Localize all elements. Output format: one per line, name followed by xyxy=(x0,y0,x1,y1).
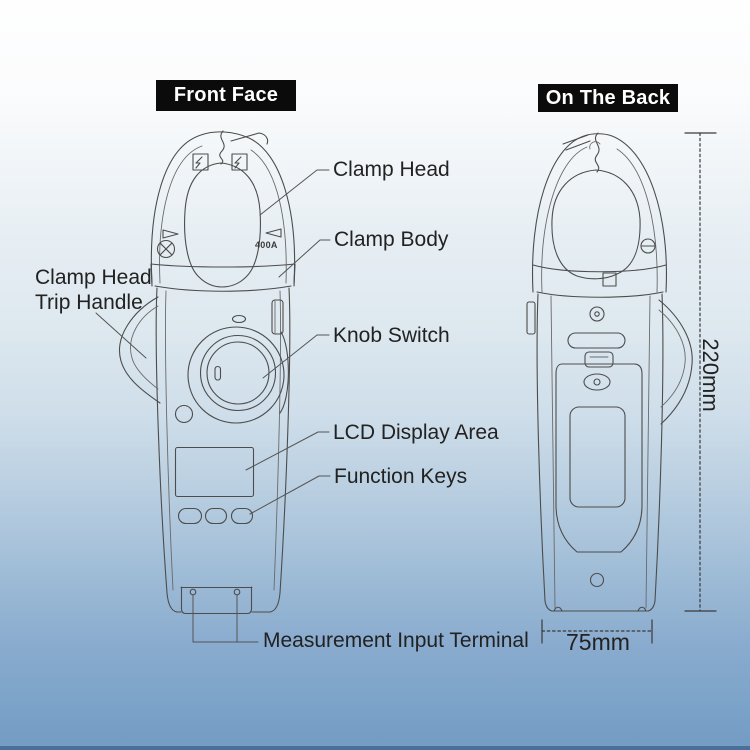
flashlight-button xyxy=(174,404,194,424)
front-face-header-label: Front Face xyxy=(173,84,279,106)
clamp-inner-contour-left xyxy=(159,145,203,284)
hazard-lightning-icon xyxy=(231,153,248,171)
current-rating-marking: 400A xyxy=(255,240,278,250)
lcd-display-area-label: LCD Display Area xyxy=(333,421,499,444)
lightning-bolt-glyph xyxy=(195,156,203,169)
bottom-edge-strip xyxy=(0,746,750,750)
clamp-base-band-bottom xyxy=(154,285,292,292)
clamp-jaw-opening xyxy=(551,169,641,280)
clamp-jaw-hook-detail xyxy=(589,141,601,150)
knob-switch-callout-line xyxy=(262,334,330,379)
terminal-callout-line xyxy=(192,594,259,643)
trip-handle-flap-inner xyxy=(130,305,159,390)
knob-switch-inner xyxy=(206,341,270,405)
body-inner-line-left xyxy=(165,290,174,591)
input-terminal-left xyxy=(189,588,197,596)
measurement-input-terminal-label: Measurement Input Terminal xyxy=(263,629,529,652)
knob-housing xyxy=(187,326,285,424)
battery-cover-screw-center xyxy=(593,378,601,386)
function-key-1 xyxy=(177,507,203,525)
terminal-block xyxy=(180,586,253,615)
knob-indicator-slot xyxy=(214,365,222,381)
clamp-head-callout-line xyxy=(259,169,330,216)
lcd-callout-line xyxy=(245,431,330,471)
battery-cover xyxy=(555,363,643,553)
phillips-screw-icon xyxy=(156,239,176,259)
front-clamp-head xyxy=(150,130,296,292)
body-left-edge xyxy=(536,293,553,612)
back-clamp-head xyxy=(531,132,668,298)
clamp-inner-contour-right xyxy=(250,149,287,284)
flat-screw-icon xyxy=(640,238,656,254)
function-keys-callout-line xyxy=(249,475,331,515)
knob-switch-outer xyxy=(199,334,277,412)
side-button xyxy=(271,299,284,335)
callout-lines xyxy=(95,169,331,643)
lcd-display xyxy=(174,446,255,498)
front-face-header: Front Face xyxy=(156,80,296,111)
band-notch xyxy=(602,272,617,287)
phillips-screw-cross xyxy=(159,242,173,256)
body-inner-line-right xyxy=(645,295,651,609)
clamp-base-band-bottom xyxy=(536,291,664,298)
alignment-arrow-right-icon xyxy=(265,228,282,238)
clamp-jaw-hook-split xyxy=(594,132,600,173)
body-inner-line-left xyxy=(550,295,556,609)
clamp-outer-edge xyxy=(150,131,296,284)
body-inner-line-right xyxy=(273,290,281,591)
clamp-body-callout-line xyxy=(278,239,331,278)
dimension-lines xyxy=(541,132,717,644)
led-indicator xyxy=(231,314,247,324)
hanging-slot xyxy=(567,332,626,349)
trip-handle-flap xyxy=(119,296,161,404)
battery-cover-panel xyxy=(569,406,626,508)
knob-side-bulge xyxy=(279,331,289,414)
trip-handle-flap-inner xyxy=(658,309,686,408)
back-view-drawing xyxy=(526,132,693,612)
trip-handle-callout-line xyxy=(95,312,147,359)
screw-hole xyxy=(589,306,605,322)
on-the-back-header-label: On The Back xyxy=(545,86,671,109)
trip-handle-label-line1: Clamp Head xyxy=(35,266,152,289)
clamp-jaw-opening xyxy=(184,162,261,288)
lightning-bolt-glyph xyxy=(234,156,242,169)
width-dimension-value: 75mm xyxy=(566,629,630,655)
clamp-jaw-split xyxy=(219,130,225,165)
clamp-top-tab xyxy=(230,132,269,145)
alignment-arrow-left-icon xyxy=(162,229,179,239)
clamp-base-band-sides xyxy=(150,263,296,287)
screw-hole-center xyxy=(594,311,600,317)
clamp-head-label: Clamp Head xyxy=(333,158,450,181)
trip-handle-flap xyxy=(658,299,693,425)
front-body xyxy=(119,287,291,615)
body-feet-bumps xyxy=(553,606,647,612)
clamp-inner-contour-left xyxy=(541,146,588,293)
clamp-base-band-top xyxy=(150,263,296,268)
body-left-edge xyxy=(155,287,178,613)
function-key-3 xyxy=(230,507,254,525)
input-terminal-right xyxy=(233,588,241,596)
front-view-drawing xyxy=(119,130,296,615)
bottom-screw-hole xyxy=(589,572,605,588)
body-right-edge xyxy=(269,287,291,613)
side-tab xyxy=(526,301,536,335)
clamp-top-tab xyxy=(562,134,591,151)
knob-switch-label: Knob Switch xyxy=(333,324,450,347)
body-right-edge xyxy=(647,293,664,612)
battery-cover-screw xyxy=(583,373,611,391)
clamp-head-trip-handle-label: Clamp Head Trip Handle xyxy=(35,265,152,315)
clamp-body-label: Clamp Body xyxy=(334,228,449,251)
belt-clip xyxy=(584,351,614,368)
on-the-back-header: On The Back xyxy=(538,84,678,112)
function-keys-label: Function Keys xyxy=(334,465,468,488)
height-dimension-value: 220mm xyxy=(698,338,723,412)
trip-handle-label-line2: Trip Handle xyxy=(35,291,143,314)
back-body xyxy=(526,293,693,612)
hazard-lightning-icon xyxy=(192,153,209,171)
clamp-inner-contour-right xyxy=(616,148,658,293)
clamp-base-band-top xyxy=(532,264,667,273)
function-key-2 xyxy=(204,507,228,525)
